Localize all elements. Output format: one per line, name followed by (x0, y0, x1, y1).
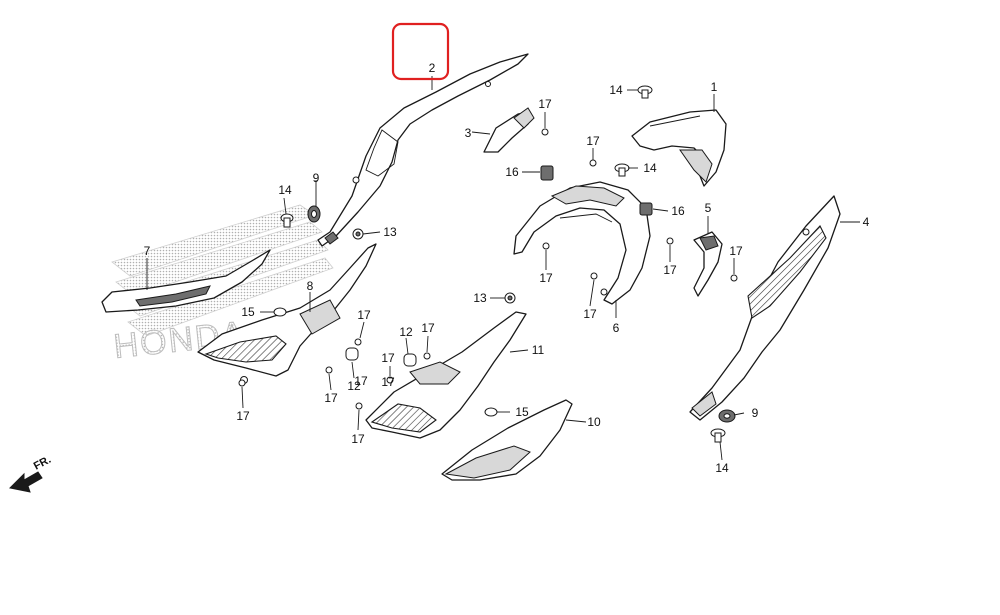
bolt-15-left-icon (273, 307, 287, 317)
leader-lines (146, 76, 860, 461)
callout-5[interactable]: 5 (705, 201, 712, 215)
callout-17-g[interactable]: 17 (357, 308, 371, 322)
part-5-side-bracket[interactable] (693, 231, 723, 297)
callout-15-left[interactable]: 15 (241, 305, 255, 319)
front-direction-indicator: FR. (8, 454, 53, 493)
front-label: FR. (32, 454, 53, 473)
callout-17-b[interactable]: 17 (586, 134, 600, 148)
callout-17-l[interactable]: 17 (351, 432, 365, 446)
part-7-tail-trim[interactable] (101, 249, 271, 313)
callout-14-mid[interactable]: 14 (643, 161, 657, 175)
callout-9-left[interactable]: 9 (313, 171, 320, 185)
callout-1[interactable]: 1 (711, 80, 718, 94)
clip-16-right-icon (639, 202, 653, 216)
part-10-lower-side-panel[interactable] (441, 399, 573, 481)
part-6-rear-under-cowl[interactable] (513, 181, 651, 305)
callout-14-left[interactable]: 14 (278, 183, 292, 197)
callout-4[interactable]: 4 (863, 215, 870, 229)
callout-7[interactable]: 7 (144, 244, 151, 258)
callout-17-i[interactable]: 17 (421, 321, 435, 335)
part-11-left-side-cover[interactable] (365, 311, 527, 439)
callout-17-e[interactable]: 17 (663, 263, 677, 277)
callout-14-top[interactable]: 14 (609, 83, 623, 97)
bolt-14-bottom-icon (710, 428, 726, 443)
callout-17-m[interactable]: 17 (236, 409, 250, 423)
part-1-rear-seat-cover[interactable] (631, 109, 727, 187)
highlight-box-part-2 (391, 22, 450, 81)
callout-17-f[interactable]: 17 (729, 244, 743, 258)
collar-13-mid-icon (504, 292, 516, 304)
callout-15-mid[interactable]: 15 (515, 405, 529, 419)
bolt-14-top-icon (637, 85, 653, 99)
callout-3[interactable]: 3 (465, 126, 472, 140)
callout-11[interactable]: 11 (532, 343, 545, 357)
callout-10[interactable]: 10 (587, 415, 601, 429)
part-4-right-side-cover[interactable] (689, 195, 841, 421)
callout-16-right[interactable]: 16 (671, 204, 685, 218)
callout-14-bottom[interactable]: 14 (715, 461, 729, 475)
callout-6[interactable]: 6 (613, 321, 620, 335)
part-8-left-side-frame[interactable] (197, 243, 377, 384)
collar-13-left-icon (352, 228, 364, 240)
callout-2[interactable]: 2 (429, 61, 436, 75)
front-arrow-icon (8, 471, 43, 493)
callout-17-d[interactable]: 17 (583, 307, 597, 321)
part-2-seat-cowl-rail[interactable] (317, 53, 529, 247)
grommet-9-left-icon (307, 205, 321, 223)
callout-17-c[interactable]: 17 (539, 271, 553, 285)
callout-17-k[interactable]: 17 (354, 374, 368, 388)
callouts: 2 1 3 4 5 6 7 8 9 9 10 11 12 12 13 13 14… (144, 61, 870, 475)
callout-13-left[interactable]: 13 (383, 225, 397, 239)
callout-9-right[interactable]: 9 (752, 406, 759, 420)
callout-12-right[interactable]: 12 (399, 325, 413, 339)
bolt-14-mid-icon (614, 163, 630, 177)
callout-17-n[interactable]: 17 (381, 375, 395, 389)
collar-12-right-icon (403, 353, 417, 367)
callout-17-a[interactable]: 17 (538, 97, 552, 111)
callout-16-left[interactable]: 16 (505, 165, 519, 179)
clip-16-left-icon (540, 165, 554, 181)
callout-17-h[interactable]: 17 (324, 391, 338, 405)
callout-8[interactable]: 8 (307, 279, 314, 293)
callout-17-j[interactable]: 17 (381, 351, 395, 365)
part-3-bracket[interactable] (483, 107, 535, 153)
collar-12-left-icon (345, 347, 359, 361)
bolt-14-left-icon (280, 213, 294, 228)
bolt-15-mid-icon (484, 407, 498, 417)
callout-12-left[interactable]: 12 (347, 379, 361, 393)
grommet-9-right-icon (718, 409, 736, 423)
callout-13-mid[interactable]: 13 (473, 291, 487, 305)
